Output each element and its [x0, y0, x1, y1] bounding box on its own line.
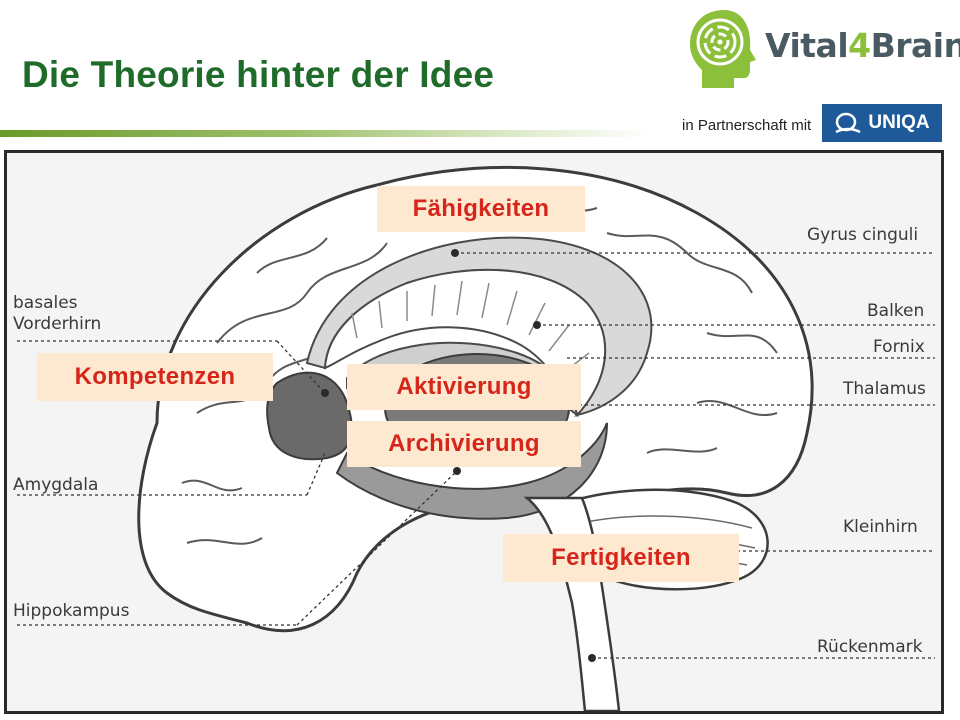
- label-thalamus: Thalamus: [843, 379, 926, 399]
- label-rueckenmark: Rückenmark: [817, 637, 923, 657]
- label-amygdala: Amygdala: [13, 475, 99, 495]
- amygdala-shape: [266, 371, 353, 461]
- label-kleinhirn: Kleinhirn: [843, 517, 918, 537]
- page-title: Die Theorie hinter der Idee: [22, 54, 495, 95]
- uniqa-logo-text: UNIQA: [868, 112, 930, 133]
- label-hippokampus: Hippokampus: [13, 601, 130, 621]
- brain-diagram: Gyrus cinguli Balken Fornix Thalamus bas…: [4, 150, 944, 714]
- logo-text-part2: Brain: [870, 26, 960, 65]
- uniqa-logo: UNIQA: [822, 104, 942, 142]
- concept-fertigkeiten: Fertigkeiten: [503, 534, 739, 582]
- label-fornix: Fornix: [873, 337, 925, 357]
- partner-caption: in Partnerschaft mit: [682, 117, 812, 134]
- title-divider: [0, 130, 650, 137]
- logo-text-accent: 4: [848, 26, 871, 65]
- concept-kompetenzen: Kompetenzen: [37, 353, 273, 401]
- concept-faehigkeiten: Fähigkeiten: [377, 186, 585, 232]
- concept-archivierung: Archivierung: [347, 421, 581, 467]
- label-basales-vorderhirn: basales Vorderhirn: [13, 293, 102, 334]
- vital4brain-logo: Vital4Brain: [765, 26, 960, 65]
- hippokampus-band: [335, 422, 608, 520]
- leader-lines: [17, 252, 935, 659]
- logo-text-part1: Vital: [765, 26, 849, 65]
- balken-band: [323, 268, 607, 417]
- label-gyrus-cinguli: Gyrus cinguli: [807, 225, 919, 245]
- uniqa-mark-icon: [835, 112, 861, 134]
- label-balken: Balken: [867, 301, 925, 321]
- brain-head-logo-icon: [690, 10, 756, 88]
- concept-aktivierung: Aktivierung: [347, 364, 581, 410]
